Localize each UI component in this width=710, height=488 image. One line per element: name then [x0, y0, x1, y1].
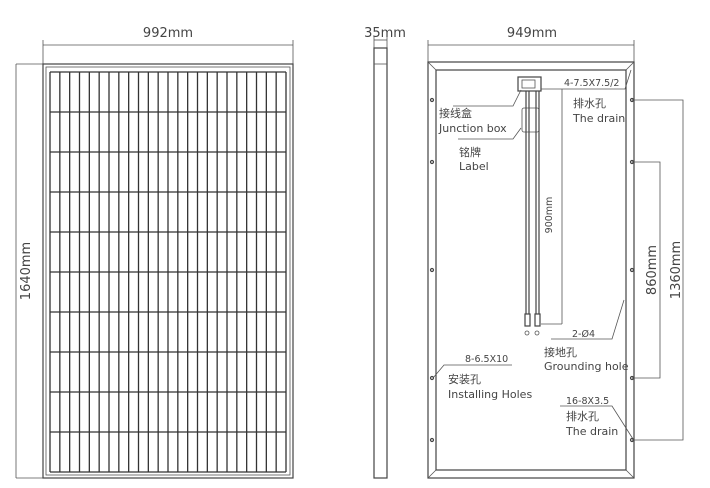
side-view: 35mm: [364, 26, 406, 479]
cable-length-label: 900mm: [544, 197, 555, 234]
front-frame: [42, 63, 294, 479]
drain-top-label-en: The drain: [572, 112, 625, 125]
connector: [524, 313, 531, 327]
side-frame: [373, 47, 388, 479]
grounding-spec: 2-Ø4: [572, 329, 595, 340]
back-width-label: 949mm: [507, 26, 557, 41]
back-view: 949mm 900mm 接线盒 Junction box 铭牌 Label 4-…: [427, 26, 684, 479]
installing-label-en: Installing Holes: [448, 388, 532, 401]
drain-bottom-label-zh: 排水孔: [566, 409, 599, 423]
installing-spec: 8-6.5X10: [465, 354, 508, 365]
front-width-label: 992mm: [143, 26, 193, 41]
cell-grid: [49, 71, 287, 473]
connector: [534, 313, 541, 327]
installing-label-zh: 安装孔: [448, 372, 481, 386]
junction-box: [517, 76, 542, 92]
drain-bottom-label-en: The drain: [565, 425, 618, 438]
grounding-label-zh: 接地孔: [544, 346, 577, 359]
thickness-label: 35mm: [364, 26, 406, 41]
mounting-spacing-label: 1360mm: [669, 241, 684, 299]
grounding-spacing-label: 860mm: [645, 245, 660, 295]
drain-top-spec: 4-7.5X7.5/2: [564, 78, 619, 89]
junction-box-label-zh: 接线盒: [439, 106, 472, 120]
front-view: 992mm 1640mm: [15, 26, 294, 479]
nameplate-label-en: Label: [459, 160, 489, 173]
nameplate-label-zh: 铭牌: [459, 145, 481, 159]
drain-bottom-spec: 16-8X3.5: [566, 396, 609, 407]
drain-top-label-zh: 排水孔: [573, 96, 606, 110]
grounding-label-en: Grounding hole: [544, 360, 629, 373]
height-label: 1640mm: [19, 242, 34, 300]
junction-box-label-en: Junction box: [438, 122, 507, 135]
